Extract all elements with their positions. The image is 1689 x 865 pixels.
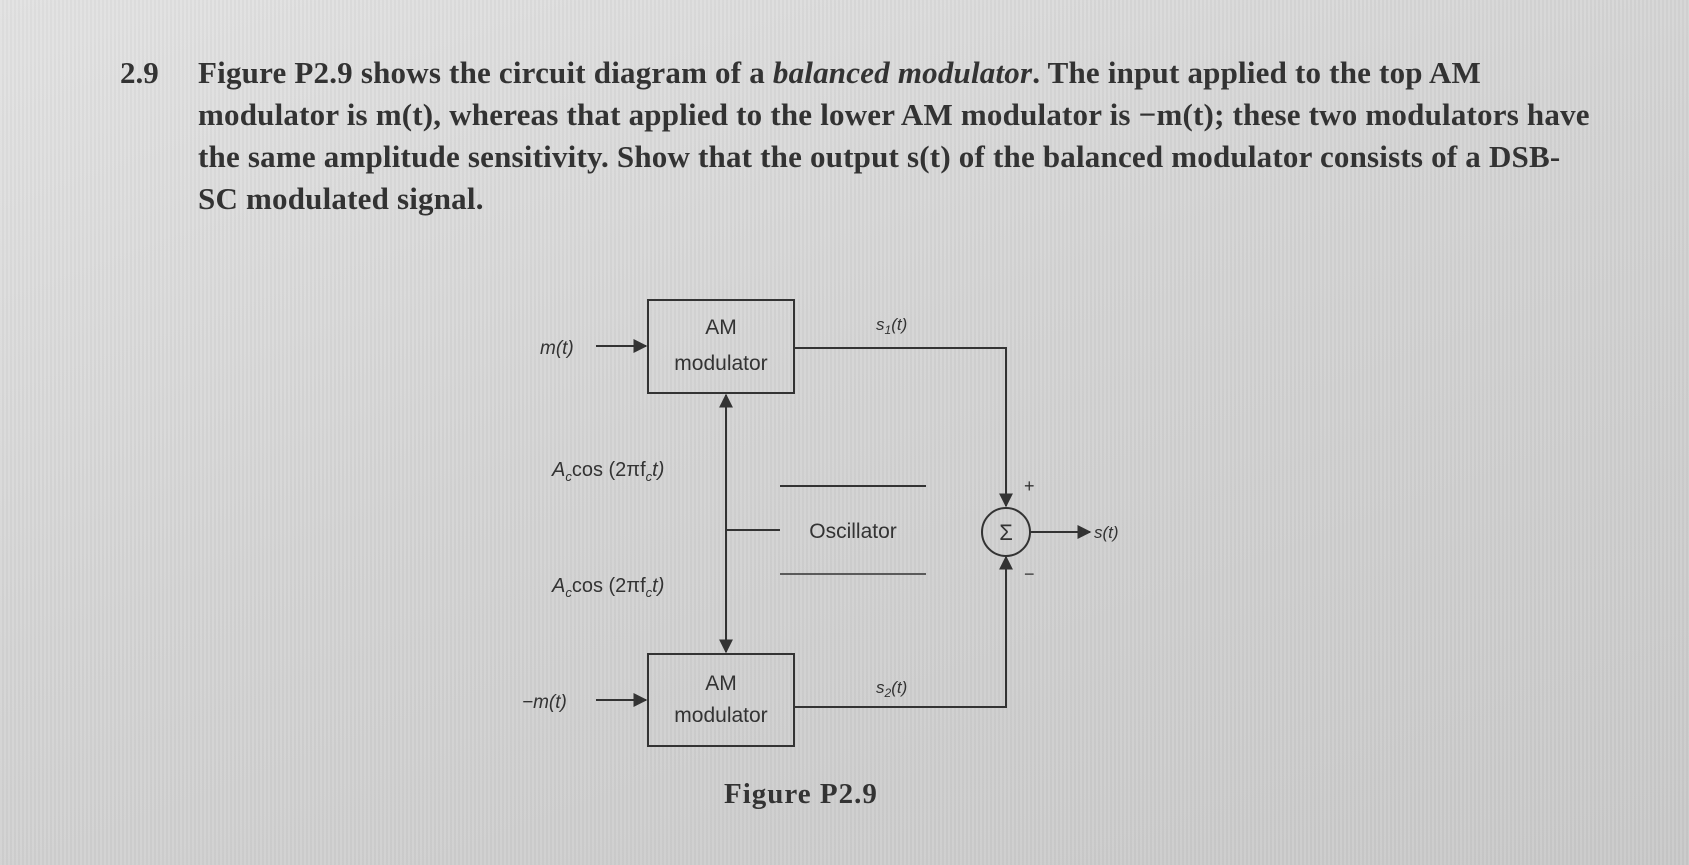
carrier-top-label: Accos (2πfct) bbox=[551, 459, 664, 484]
problem-text-start: Figure P2.9 shows the circuit diagram of… bbox=[198, 55, 773, 90]
problem-text-end: . The input applied to the top AM modula… bbox=[198, 55, 1590, 216]
bottom-input-label: −m(t) bbox=[522, 692, 567, 713]
figure-caption: Figure P2.9 bbox=[724, 778, 878, 810]
top-am-modulator-block bbox=[647, 299, 795, 394]
problem-emphasis: balanced modulator bbox=[772, 55, 1033, 90]
plus-sign: + bbox=[1024, 476, 1035, 496]
bottom-block-line1: AM bbox=[705, 672, 737, 695]
summing-symbol: Σ bbox=[999, 520, 1013, 545]
oscillator-label: Oscillator bbox=[809, 520, 897, 543]
top-block-line1: AM bbox=[705, 316, 737, 339]
minus-sign: − bbox=[1024, 564, 1035, 584]
s2-label: s2(t) bbox=[876, 678, 907, 700]
output-label: s(t) bbox=[1094, 523, 1119, 542]
top-block-line2: modulator bbox=[674, 352, 767, 375]
bottom-block-line2: modulator bbox=[674, 704, 767, 727]
s1-label: s1(t) bbox=[876, 315, 907, 337]
bottom-am-modulator-block bbox=[647, 653, 795, 747]
problem-text: Figure P2.9 shows the circuit diagram of… bbox=[198, 52, 1590, 220]
problem-statement: 2.9 Figure P2.9 shows the circuit diagra… bbox=[120, 52, 1590, 220]
top-input-label: m(t) bbox=[540, 338, 574, 359]
s1-signal-path bbox=[794, 347, 1013, 508]
s2-signal-path bbox=[794, 555, 1013, 708]
carrier-bottom-label: Accos (2πfct) bbox=[551, 575, 664, 600]
problem-number: 2.9 bbox=[120, 55, 159, 90]
